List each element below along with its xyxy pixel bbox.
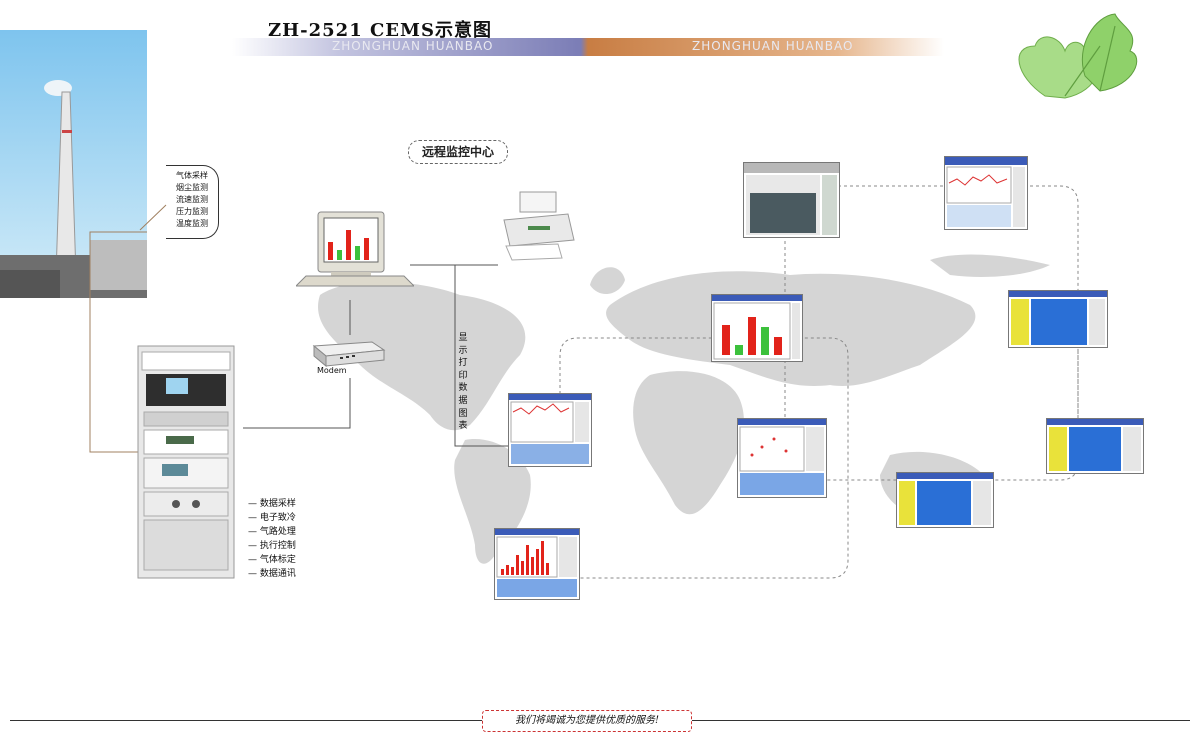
screen-trend-curve [944,156,1028,230]
thumbnail-bar [355,246,360,260]
diagram-title: ZH-2521 CEMS示意图 [268,20,492,41]
thumbnail-bar [761,327,769,355]
screen-scatter-report [737,418,827,498]
remote-center-label: 远程监控中心 [408,140,508,164]
cabinet-function-label: 电子致冷 [259,513,296,523]
cabinet-function-label: 数据通讯 [259,569,296,579]
thumbnail-bar [506,565,509,575]
thumbnail-bar [541,541,544,575]
thumbnail-bar [521,561,524,575]
screen-video-monitor [743,162,840,238]
screen-bar-chart [711,294,803,362]
thumbnail-bar [536,549,539,575]
cabinet-function-label: 气体标定 [259,555,296,565]
callout-item: 气体采样 [176,171,208,180]
thumbnail-bar [735,345,743,355]
leaf-icon [1018,13,1138,99]
chimney-photo [0,30,147,298]
cabinet-function-item: — 数据通讯 [248,569,296,579]
callout-item: 流速监测 [176,195,208,204]
thumbnail-bar [346,230,351,260]
thumbnail-bar [516,555,519,575]
band-text-left: ZHONGHUAN HUANBAO [332,39,494,53]
screen-line-report [508,393,592,467]
cabinet-function-item: — 数据采样 [248,499,296,509]
printer-icon [503,191,575,261]
modem-label: Modem [317,366,347,375]
screen-histogram [494,528,580,600]
thumbnail-bar [328,242,333,260]
cabinet-function-label: 数据采样 [259,499,296,509]
thumbnail-bar [774,337,782,355]
thumbnail-bar [546,563,549,575]
cabinet-function-item: — 执行控制 [248,541,296,551]
cems-cabinet [137,345,235,579]
callout-item: 温度监测 [176,219,208,228]
pc-monitor-icon [296,211,414,287]
cabinet-function-label: 执行控制 [259,541,296,551]
callout-item: 烟尘监测 [176,183,208,192]
cabinet-function-item: — 电子致冷 [248,513,296,523]
thumbnail-bar [337,250,342,260]
thumbnail-bar [748,317,756,355]
cabinet-function-label: 气路处理 [259,527,296,537]
footer-slogan: 我们将竭诚为您提供优质的服务! [482,710,692,732]
thumbnail-bar [526,545,529,575]
print-display-label: 显示打印数据图表 [458,333,468,432]
thumbnail-bar [531,557,534,575]
brand-band: ZHONGHUAN HUANBAO ZHONGHUAN HUANBAO [232,38,944,56]
screen-yellow-grid [1046,418,1144,474]
callout-item: 压力监测 [176,207,208,216]
thumbnail-bar [511,567,514,575]
band-text-right: ZHONGHUAN HUANBAO [692,39,854,53]
thumbnail-bar [364,238,369,260]
thumbnail-bar [722,325,730,355]
cabinet-function-item: — 气体标定 [248,555,296,565]
thumbnail-bar [501,569,504,575]
screen-yellow-table [1008,290,1108,348]
cabinet-function-item: — 气路处理 [248,527,296,537]
measurement-callout: 气体采样 烟尘监测 流速监测 压力监测 温度监测 [166,165,219,239]
screen-blue-table [896,472,994,528]
modem-icon [312,341,386,368]
